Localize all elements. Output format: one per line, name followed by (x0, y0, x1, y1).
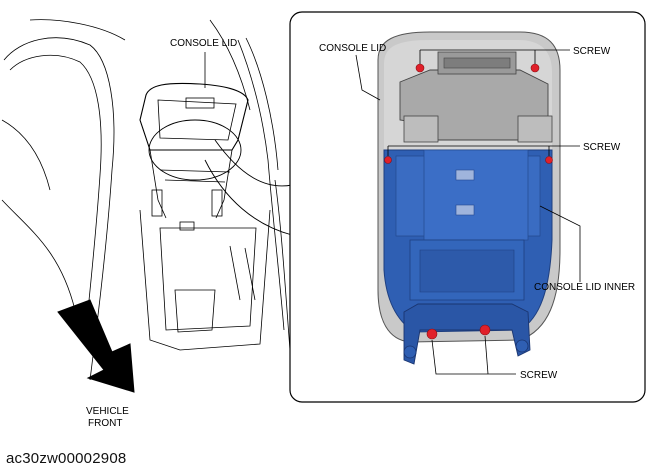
screw-bottom-right (479, 324, 491, 336)
reference-code: ac30zw00002908 (6, 450, 127, 467)
label-screw-top: SCREW (573, 46, 611, 57)
label-vehicle-front-line1: VEHICLE (86, 406, 129, 417)
screw-top-right (530, 63, 540, 73)
vehicle-front-arrow (57, 299, 135, 393)
label-screw-mid: SCREW (583, 142, 621, 153)
callout-line-upper (214, 139, 293, 187)
callout-line-lower (204, 159, 293, 236)
callout-circle (148, 119, 242, 181)
label-vehicle-front-line2: FRONT (88, 418, 122, 429)
inset-leaders (355, 49, 581, 375)
screw-top-left (415, 63, 425, 73)
hinge-bracket (403, 303, 531, 365)
screw-mid-right (545, 156, 553, 164)
screws (384, 63, 553, 340)
label-screw-bottom: SCREW (520, 370, 558, 381)
screw-mid-left (384, 156, 392, 164)
screw-bottom-left (426, 328, 438, 340)
vehicle-interior-drawing (1, 19, 291, 381)
label-console-lid-inset: CONSOLE LID (319, 43, 386, 54)
label-console-lid-inner: CONSOLE LID INNER (534, 282, 635, 293)
label-console-lid-main: CONSOLE LID (170, 38, 237, 49)
